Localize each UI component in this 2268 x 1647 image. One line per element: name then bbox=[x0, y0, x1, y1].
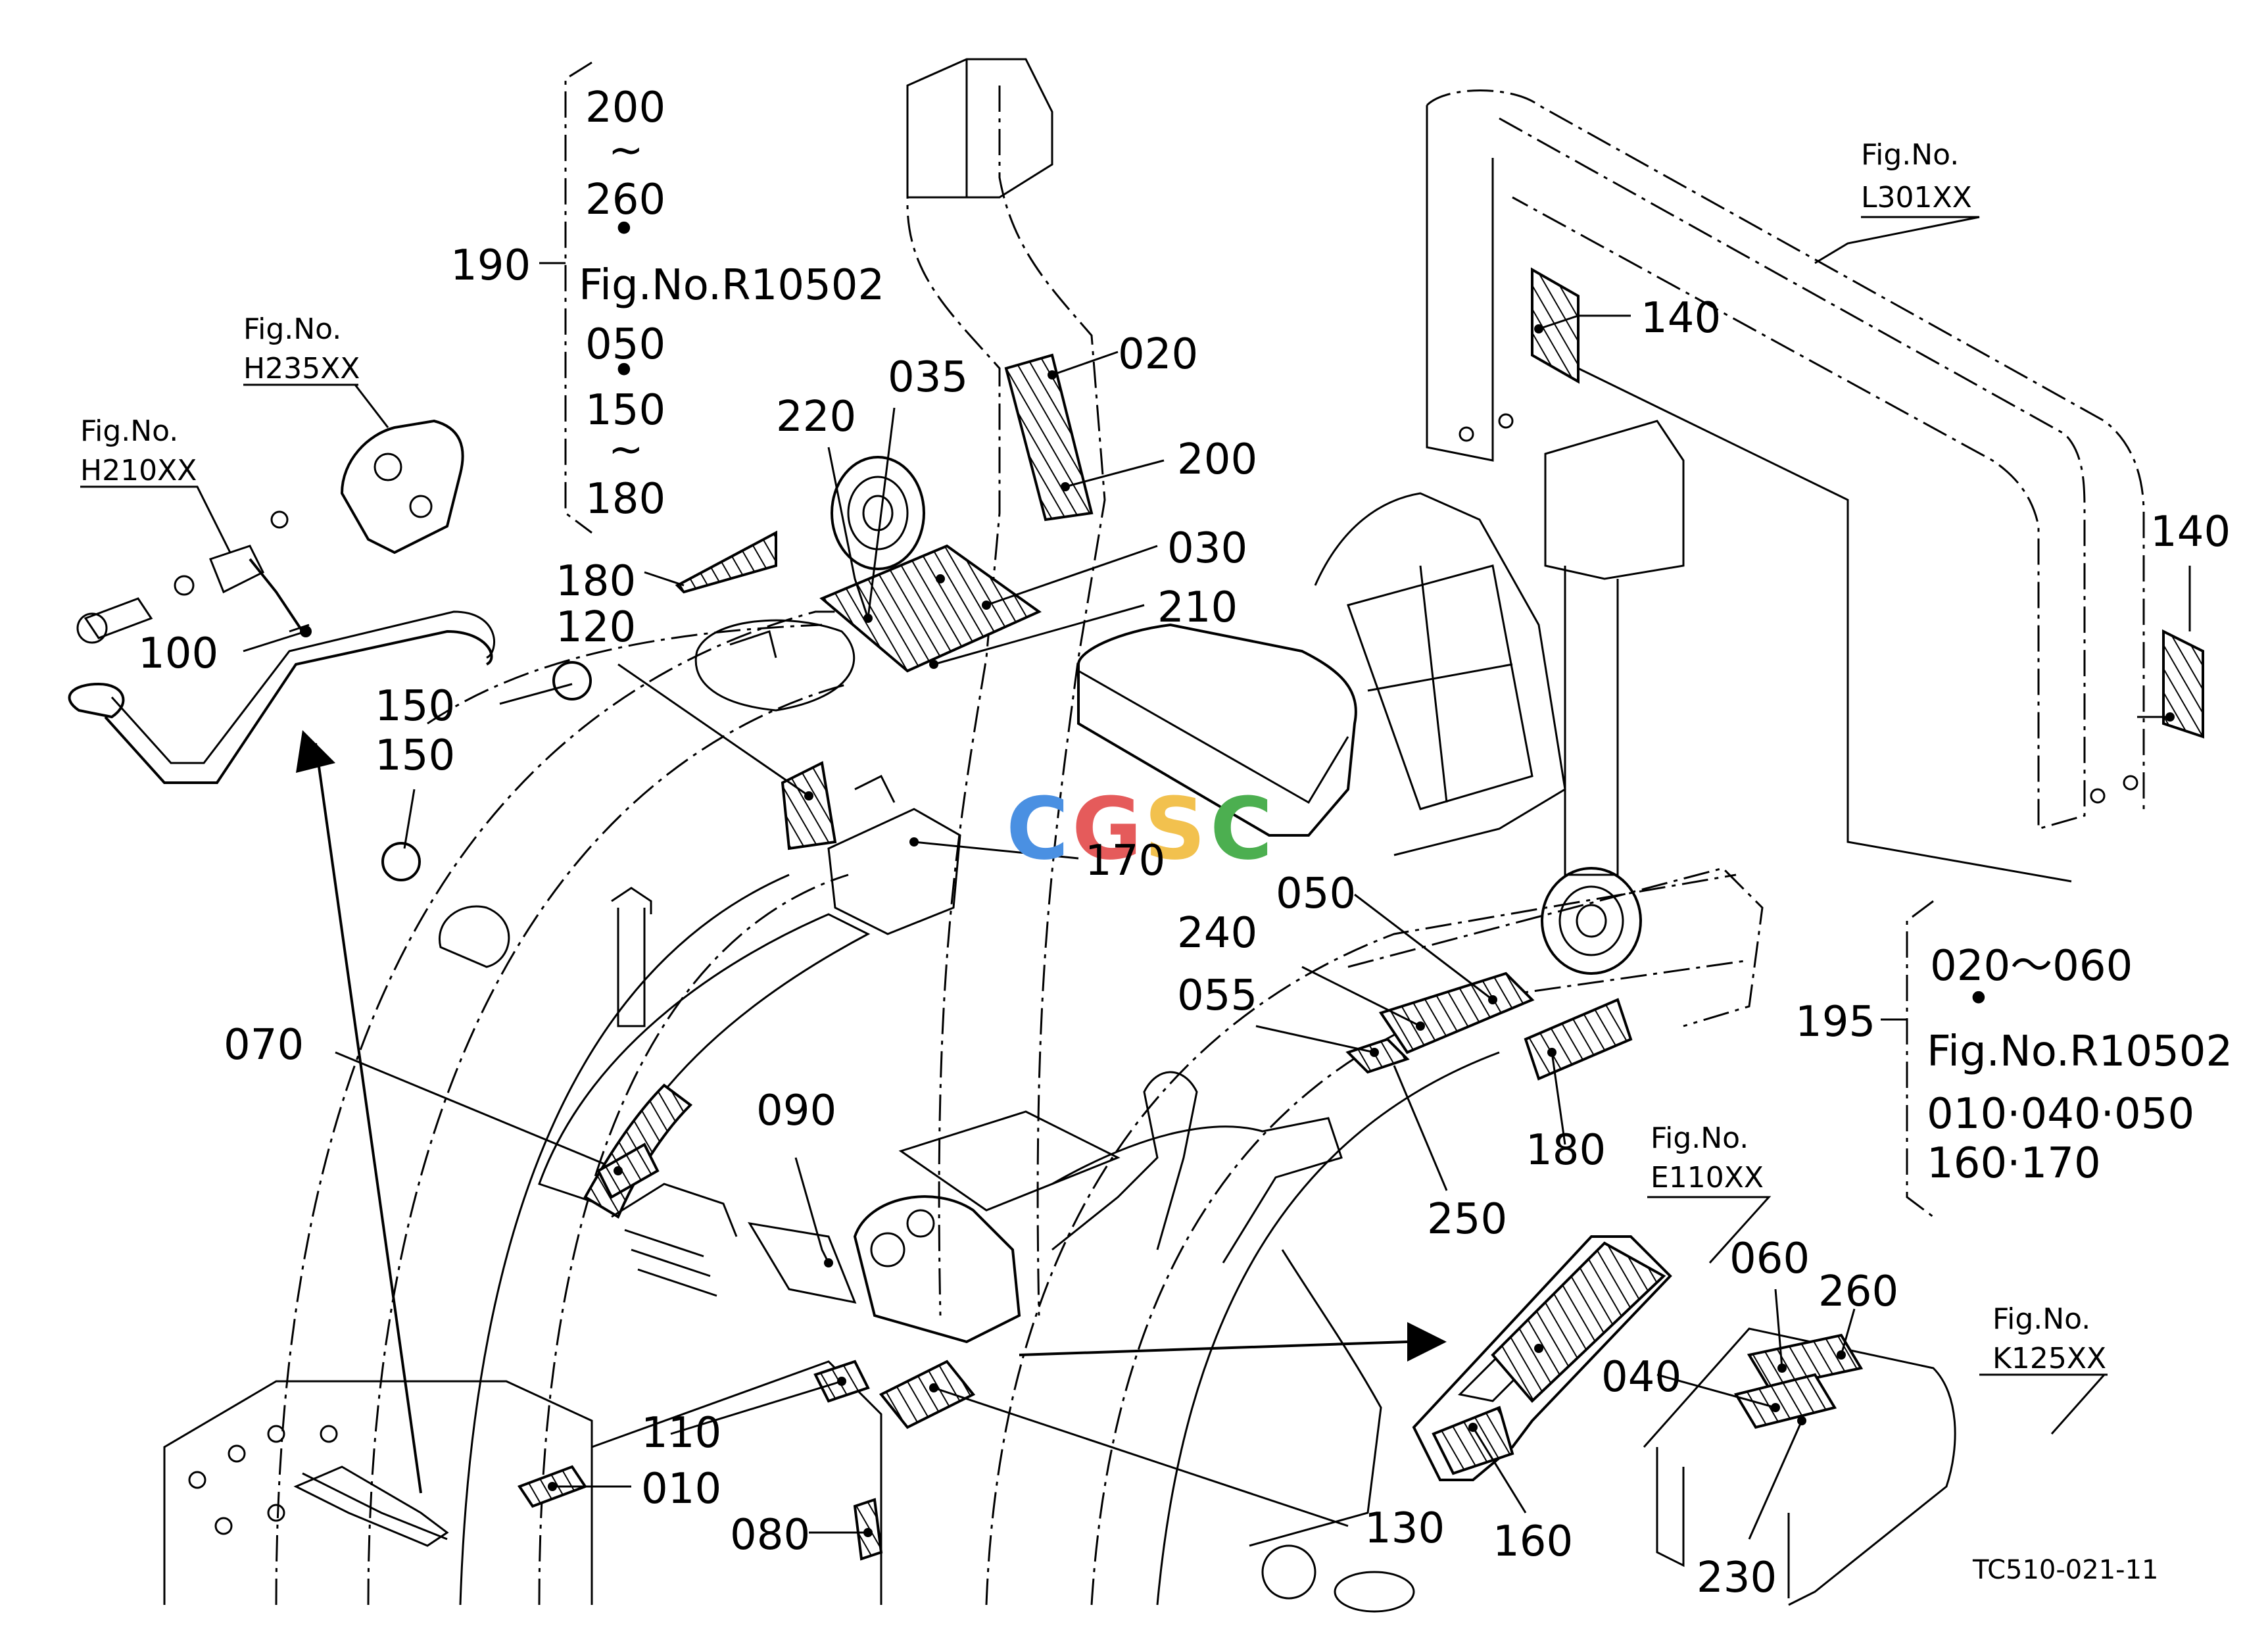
label-195: 195 bbox=[1795, 998, 1875, 1046]
note-fig-r10502: Fig.No.R10502 bbox=[579, 261, 884, 310]
label-080: 080 bbox=[730, 1511, 810, 1560]
decal-060-260 bbox=[1747, 1333, 1864, 1390]
note-list-010-040-050: 010·040·050 bbox=[1927, 1090, 2194, 1139]
watermark-c1: C bbox=[1006, 779, 1069, 879]
label-150b: 150 bbox=[375, 682, 455, 731]
label-110: 110 bbox=[641, 1409, 721, 1458]
note-dot-2: • bbox=[612, 347, 637, 395]
label-040: 040 bbox=[1601, 1353, 1681, 1402]
note-tilde-1: ~ bbox=[608, 126, 644, 175]
label-230: 230 bbox=[1697, 1554, 1777, 1602]
decal-140-right bbox=[2162, 629, 2204, 739]
label-250: 250 bbox=[1427, 1195, 1507, 1244]
label-260b: 260 bbox=[1818, 1267, 1898, 1316]
decal-130 bbox=[879, 1360, 976, 1429]
label-060: 060 bbox=[1729, 1235, 1810, 1283]
label-140: 140 bbox=[1641, 294, 1721, 343]
label-180b: 180 bbox=[556, 557, 636, 606]
label-150c: 150 bbox=[375, 731, 455, 780]
drawing-code: TC510-021-11 bbox=[1972, 1555, 2158, 1585]
label-100: 100 bbox=[138, 629, 218, 678]
label-050: 050 bbox=[585, 320, 665, 369]
label-140b: 140 bbox=[2150, 508, 2231, 556]
label-180: 180 bbox=[585, 475, 665, 524]
fig-h210-number: H210XX bbox=[80, 454, 197, 487]
fig-l301-title: Fig.No. bbox=[1861, 138, 1959, 172]
fig-k125-title: Fig.No. bbox=[1992, 1302, 2090, 1336]
label-030: 030 bbox=[1167, 524, 1247, 573]
decal-030-035 bbox=[819, 544, 1042, 673]
label-150: 150 bbox=[585, 386, 665, 435]
note-range-020-060: 020～060 bbox=[1930, 942, 2133, 991]
label-010: 010 bbox=[641, 1465, 721, 1513]
label-200b: 200 bbox=[1177, 435, 1257, 484]
decal-180-left bbox=[675, 530, 777, 594]
note-dot-3: • bbox=[1966, 975, 1991, 1023]
label-160: 160 bbox=[1493, 1517, 1573, 1566]
decal-120 bbox=[781, 761, 837, 850]
watermark-s: S bbox=[1144, 779, 1206, 879]
label-180c: 180 bbox=[1526, 1126, 1606, 1175]
label-120: 120 bbox=[556, 603, 636, 652]
label-070: 070 bbox=[224, 1021, 304, 1069]
label-020: 020 bbox=[1118, 330, 1198, 379]
watermark-g: G bbox=[1072, 779, 1142, 879]
fig-l301-number: L301XX bbox=[1861, 181, 1972, 214]
decal-140-top bbox=[1531, 267, 1580, 384]
machine-outline bbox=[68, 58, 2145, 1613]
label-055: 055 bbox=[1177, 971, 1257, 1020]
label-220: 220 bbox=[776, 393, 856, 441]
label-035: 035 bbox=[888, 353, 968, 402]
fig-h235-number: H235XX bbox=[243, 352, 360, 385]
fig-h210-title: Fig.No. bbox=[80, 414, 178, 448]
label-050b: 050 bbox=[1276, 870, 1356, 918]
label-130: 130 bbox=[1364, 1504, 1445, 1553]
fig-k125-number: K125XX bbox=[1992, 1342, 2106, 1375]
label-200: 200 bbox=[585, 84, 665, 132]
decal-020-200 bbox=[1004, 353, 1094, 522]
fig-h235-title: Fig.No. bbox=[243, 312, 341, 346]
watermark: C G S C bbox=[1006, 779, 1272, 879]
decal-070 bbox=[596, 1143, 660, 1199]
decal-040-230 bbox=[1733, 1373, 1837, 1429]
fig-e110-title: Fig.No. bbox=[1651, 1121, 1749, 1155]
fig-e110-number: E110XX bbox=[1651, 1161, 1764, 1194]
note-dot-1: • bbox=[612, 205, 637, 254]
label-190: 190 bbox=[450, 241, 531, 290]
decal-240-050 bbox=[1378, 971, 1535, 1054]
figure-references: Fig.No. H235XX Fig.No. H210XX Fig.No. L3… bbox=[80, 138, 2108, 1376]
label-240: 240 bbox=[1177, 909, 1257, 958]
note-list-160-170: 160·170 bbox=[1927, 1139, 2101, 1188]
label-260: 260 bbox=[585, 176, 665, 224]
decal-180-right bbox=[1524, 998, 1633, 1081]
part-labels: 190 200 ~ 260 • Fig.No.R10502 050 • 150 … bbox=[138, 84, 2232, 1602]
label-170: 170 bbox=[1085, 837, 1165, 885]
label-210: 210 bbox=[1157, 583, 1238, 632]
note-tilde-2: ~ bbox=[608, 426, 644, 474]
decal-055-250 bbox=[1345, 1037, 1410, 1074]
watermark-c2: C bbox=[1210, 779, 1272, 879]
note-fig-r10502b: Fig.No.R10502 bbox=[1927, 1027, 2232, 1076]
label-090: 090 bbox=[756, 1087, 836, 1135]
